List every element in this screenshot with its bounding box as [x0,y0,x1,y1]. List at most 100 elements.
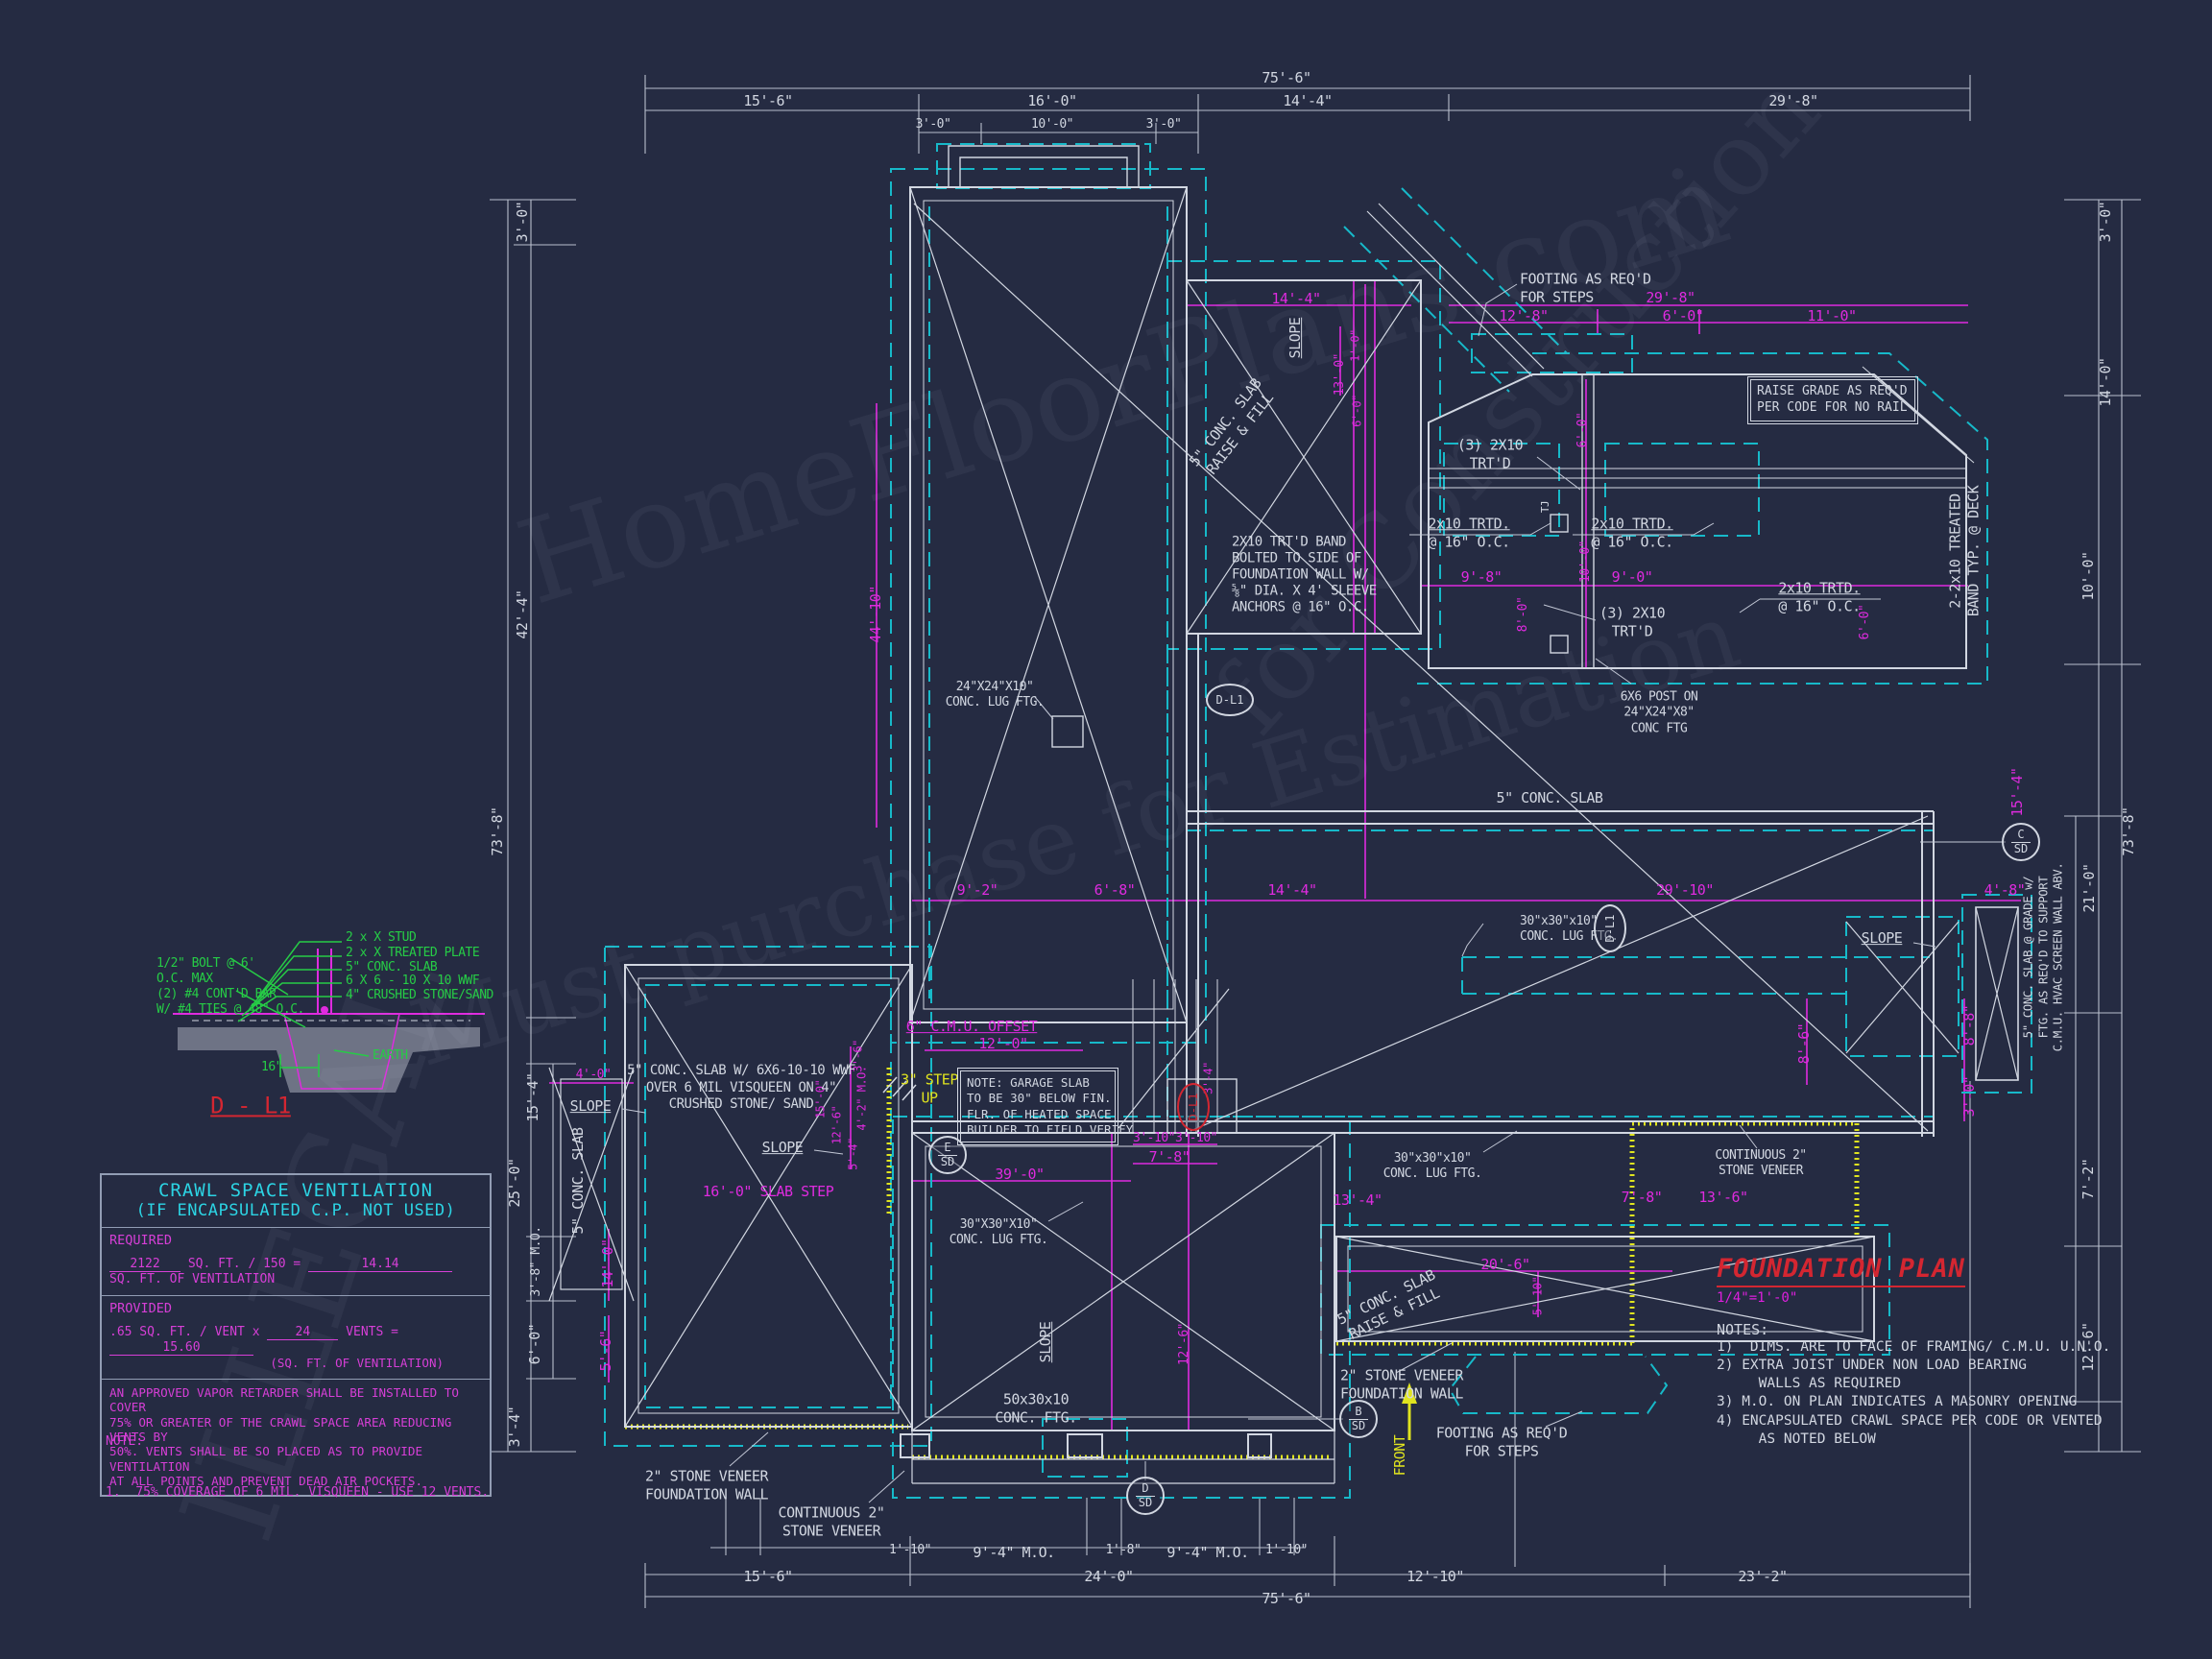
plan-label: 5" CONC. SLAB [1496,789,1603,807]
plan-label: 9'-0" [1611,568,1653,587]
plan-label: 73'-8" [489,806,507,856]
plan-label: 16" [261,1060,282,1075]
plan-label: 25'-0" [506,1158,524,1208]
plan-label: 15'-6" [743,92,793,110]
required-suffix: SQ. FT. OF VENTILATION [109,1272,276,1286]
hvac-slab-note: 5" CONC. SLAB @ GRADE w/FTG. AS REQ'D TO… [2020,862,2065,1052]
plan-label: 42'-4" [514,589,532,639]
plan-label: 6" C.M.U. OFFSET [905,1018,1038,1036]
notes-heading: NOTES: [1717,1321,1769,1338]
vent-table-footnote: NOTE: 1. 75% COVERAGE OF 6 MIL. VISQUEEN… [106,1400,518,1534]
plan-label: 20'-6" [1480,1256,1530,1274]
plan-label: 8'-0" [1516,596,1531,633]
stone-veneer-note: CONTINUOUS 2"STONE VENEER [778,1503,885,1539]
plan-label: 10'-0" [1031,117,1073,132]
vent-table-title-line1: CRAWL SPACE VENTILATION [157,1180,434,1201]
plan-label: 15'-6" [743,1568,793,1586]
plan-label: 75'-6" [1262,1590,1311,1608]
plan-label: 15'-4" [2008,767,2027,817]
insulation-hatch [625,1068,1860,1460]
provided-mid: VENTS = [346,1325,398,1339]
provided-count-value: 24 [267,1325,339,1340]
leader-lines [621,283,2006,1503]
plan-label: 3'-0" [514,201,532,243]
vent-table-title: CRAWL SPACE VENTILATION (IF ENCAPSULATED… [102,1175,490,1228]
plan-label: 5'-10" [1530,1276,1545,1316]
plan-label: 9'-4" M.O. [973,1544,1055,1562]
plan-label: 8'-6" [1795,1022,1814,1065]
dimension-lines [490,75,2141,1608]
plan-label: 73'-8" [2120,806,2138,856]
provided-label: PROVIDED [109,1301,173,1316]
plan-label: 29'-8" [1646,289,1695,307]
plan-label: 3'-0" [2097,201,2115,243]
plan-label: 1'-8" [1105,1543,1142,1558]
plan-label: 9'-4" M.O. [1166,1544,1249,1562]
plan-label: 39'-0" [995,1166,1045,1184]
detail-bolt-note: 1/2" BOLT @ 6'O.C. MAX [156,955,255,986]
plan-label: 16'-0" SLAB STEP [702,1183,834,1201]
plan-label: 12'-6" [1177,1323,1192,1365]
plan-label: 5" CONC. SLAB [569,1127,588,1235]
plan-label: 12'-0" [978,1035,1028,1053]
page-title: FOUNDATION PLAN [1717,1254,1965,1287]
plan-label: 5'-6" [597,1330,615,1372]
plan-label: 4'-2" M.O. [854,1066,869,1131]
plan-label: 4'-8" [1984,881,2026,900]
title-block: FOUNDATION PLAN 1/4"=1'-0" NOTES: 1) DIM… [1717,1254,2158,1449]
required-label: REQUIRED [109,1233,173,1248]
plan-label: 14'-4" [1283,92,1333,110]
plan-label: 7'-8" [1148,1148,1190,1166]
trtd-note: 2x10 TRTD.@ 16" O.C. [1428,515,1510,550]
lug-ftg-note: 30"x30"x10"CONC. LUG FTG. [1382,1150,1482,1181]
plan-label: 3'-0" [1960,1075,1979,1118]
plan-label: 3'-8" M.O. [529,1226,544,1297]
plan-label: 29'-8" [1768,92,1818,110]
plan-label: 13'-0" [1333,353,1348,396]
plan-label: 11'-0" [1807,307,1857,325]
plan-label: 13'-6" [1698,1189,1748,1207]
plan-label: 9'-2" [956,881,998,900]
plan-label: 2 x X TREATED PLATE [346,946,480,961]
plan-label: 6'-8" [1094,881,1136,900]
plan-label: 13'-4" [1333,1191,1382,1210]
detail-marker-d-l1: D-L1 [1594,904,1626,952]
detail-marker-d-l1-red: D-L1 [1177,1083,1210,1131]
plan-label: 21'-0" [2080,863,2099,913]
magenta-lines [549,280,2021,1431]
required-area-value: 2122 [109,1257,180,1272]
plan-label: 1'-10" [889,1543,931,1558]
plan-label: 12'-8" [1499,307,1549,325]
plan-label: SLOPE [1861,929,1903,948]
plan-label: 8'-8" [1960,1004,1979,1046]
plan-label: 6 X 6 - 10 X 10 WWF [346,974,480,989]
plan-label: 14'-4" [1271,290,1321,308]
plan-label: 6'-0" [1350,395,1364,427]
plan-label: TJ [1539,500,1552,514]
lug-ftg-note: 30"x30"x10"CONC. LUG FTG. [1520,913,1619,944]
plan-label: 14'-4" [1267,881,1317,900]
stone-veneer-note: CONTINUOUS 2"STONE VENEER [1715,1147,1807,1178]
vapor-retarder-paragraph: AN APPROVED VAPOR RETARDER SHALL BE INST… [109,1385,459,1489]
notes-list: 1) DIMS. ARE TO FACE OF FRAMING/ C.M.U. … [1717,1339,2111,1447]
plan-label: SLOPE [761,1139,804,1157]
plan-label: 6'-0" [1575,412,1591,448]
plan-label: 15'-4" [524,1072,542,1122]
